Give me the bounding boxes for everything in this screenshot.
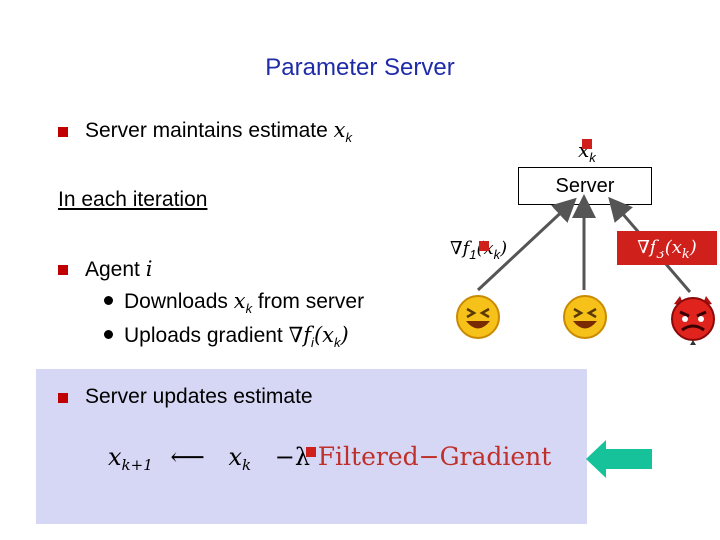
laughing-face-icon (456, 295, 500, 339)
sub-bullet-dot (104, 330, 113, 339)
bullet-server-updates: Server updates estimate (85, 385, 313, 408)
bullet-uploads: Uploads gradient ∇fi(xk) (124, 323, 349, 350)
bullet-marker (58, 265, 68, 275)
page-title: Parameter Server (265, 54, 455, 81)
marker-square (582, 139, 592, 149)
marker-square (655, 241, 665, 251)
devil-face-icon (671, 296, 715, 345)
green-left-arrow-icon (586, 440, 652, 478)
update-panel (36, 369, 587, 524)
marker-square (306, 447, 316, 457)
server-estimate-label: xk (578, 138, 596, 165)
bullet-downloads: Downloads xk from server (124, 289, 365, 316)
gradient-agent3-box: ∇f3(xk) (617, 231, 717, 265)
bullet-server-maintains: Server maintains estimate xk (85, 118, 352, 145)
bullet-agent: Agent i (85, 257, 153, 281)
marker-square (479, 241, 489, 251)
update-equation: xk+1 ⟵ xk −λ Filtered−Gradient (108, 442, 552, 474)
bullet-marker (58, 127, 68, 137)
bullet-marker (58, 393, 68, 403)
sub-bullet-dot (104, 296, 113, 305)
filtered-gradient-label: Filtered−Gradient (317, 442, 552, 471)
laughing-face-icon (563, 295, 607, 339)
arrow-agent1-server (476, 197, 577, 292)
iteration-heading: In each iteration (58, 188, 208, 211)
